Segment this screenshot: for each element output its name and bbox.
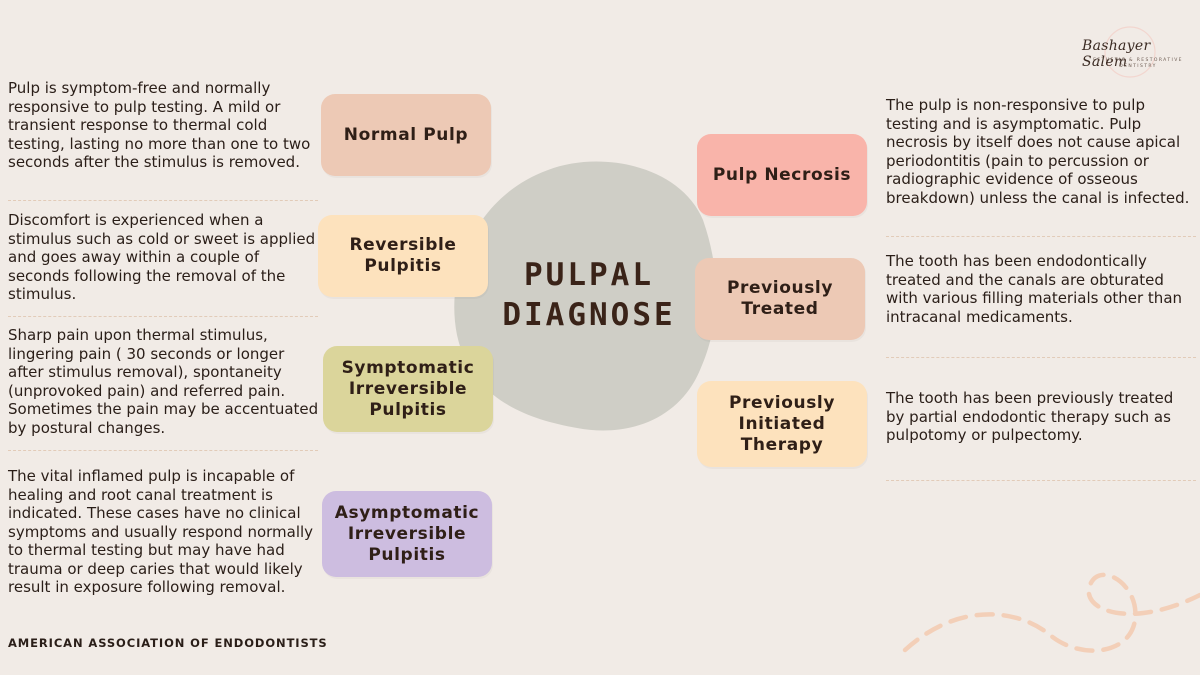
- previously-initiated-therapy-description: The tooth has been previously treated by…: [886, 389, 1174, 444]
- center-title: PULPAL DIAGNOSE: [502, 257, 676, 333]
- separator: [8, 316, 318, 317]
- previously-initiated-therapy-label-text: Previously Initiated Therapy: [728, 392, 836, 455]
- separator: [8, 450, 318, 451]
- pulp-necrosis-label: Pulp Necrosis: [697, 134, 867, 216]
- asymptomatic-irreversible-pulpitis-description: The vital inflamed pulp is incapable of …: [8, 467, 314, 596]
- separator: [886, 236, 1196, 237]
- source-citation: AMERICAN ASSOCIATION OF ENDODONTISTS: [8, 636, 328, 650]
- symptomatic-irreversible-pulpitis-label: Symptomatic Irreversible Pulpitis: [323, 346, 493, 432]
- reversible-pulpitis-label: Reversible Pulpitis: [318, 215, 488, 297]
- separator: [886, 480, 1196, 481]
- pulp-necrosis-description: The pulp is non-responsive to pulp testi…: [886, 96, 1190, 207]
- logo-name: Bashayer Salem: [1082, 38, 1151, 70]
- reversible-pulpitis-label-text: Reversible Pulpitis: [349, 235, 457, 276]
- previously-treated-description: The tooth has been endodontically treate…: [886, 252, 1183, 326]
- symptomatic-irreversible-pulpitis-description: Sharp pain upon thermal stimulus, linger…: [8, 326, 319, 437]
- normal-pulp-description: Pulp is symptom-free and normally respon…: [8, 79, 311, 171]
- normal-pulp-label: Normal Pulp: [321, 94, 491, 176]
- reversible-pulpitis-description: Discomfort is experienced when a stimulu…: [8, 211, 316, 303]
- separator: [886, 357, 1196, 358]
- separator: [8, 200, 318, 201]
- previously-treated-label-text: Previously Treated: [726, 278, 834, 319]
- asymptomatic-irreversible-pulpitis-label-text: Asymptomatic Irreversible Pulpitis: [334, 502, 480, 565]
- asymptomatic-irreversible-pulpitis-label: Asymptomatic Irreversible Pulpitis: [322, 491, 492, 577]
- previously-treated-label: Previously Treated: [695, 258, 865, 340]
- pulp-necrosis-label-text: Pulp Necrosis: [712, 164, 852, 185]
- symptomatic-irreversible-pulpitis-label-text: Symptomatic Irreversible Pulpitis: [341, 357, 475, 420]
- previously-initiated-therapy-label: Previously Initiated Therapy: [697, 381, 867, 467]
- logo-ring-icon: [1104, 26, 1156, 78]
- dashed-swirl-decoration: [902, 572, 1200, 653]
- normal-pulp-label-text: Normal Pulp: [343, 124, 469, 145]
- logo-subtitle: ESTHETIC & RESTORATIVE DENTISTRY: [1093, 58, 1183, 69]
